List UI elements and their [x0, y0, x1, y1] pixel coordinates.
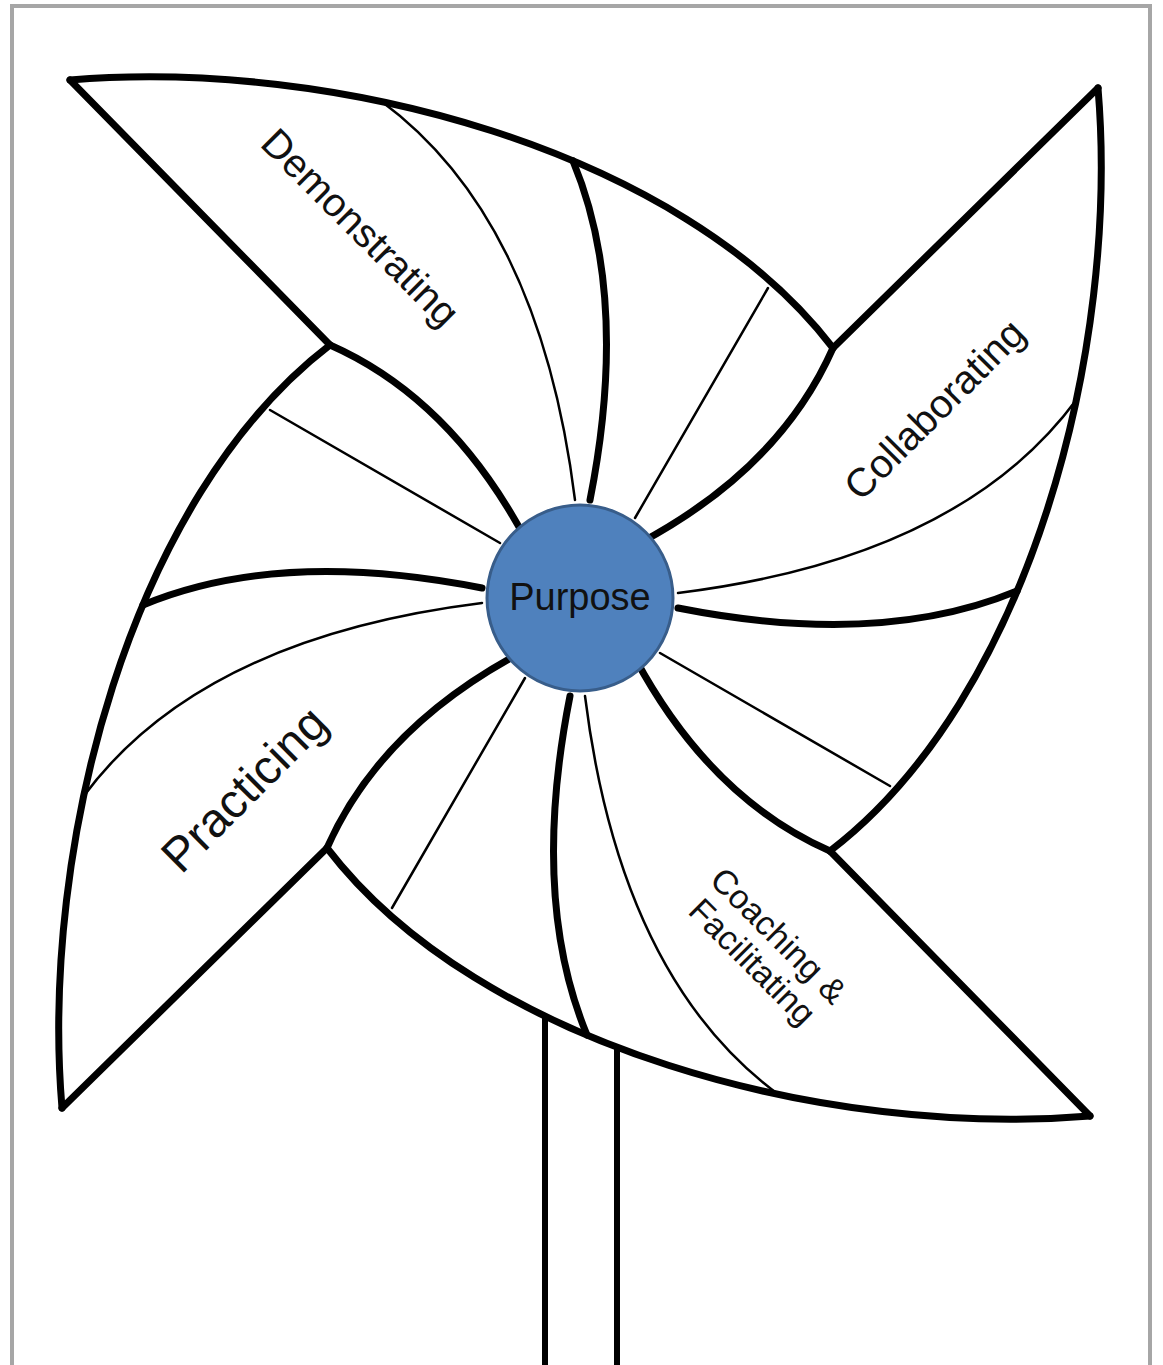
stick	[614, 1046, 620, 1365]
frame	[12, 6, 1150, 1365]
blade-label: Demonstrating	[243, 111, 478, 346]
center-label: Purpose	[509, 577, 651, 619]
blade	[59, 345, 525, 1108]
center-circle: Purpose	[485, 503, 675, 693]
circle-shape	[487, 505, 673, 691]
blade-edge	[70, 77, 833, 348]
pinwheel	[59, 77, 1101, 1119]
blade-text: Coaching & Facilitating	[668, 851, 862, 1045]
blade-label: Coaching & Facilitating	[658, 843, 872, 1057]
blade-crease	[270, 410, 500, 543]
blade-text: Demonstrating	[253, 119, 469, 335]
blade-fold	[330, 345, 525, 538]
blade-fold	[573, 161, 606, 500]
blade-text: Collaborating	[835, 310, 1034, 509]
blade-text: Practicing	[150, 695, 338, 883]
blade	[635, 88, 1101, 851]
stick	[542, 1018, 548, 1365]
blade-label: Practicing	[142, 687, 348, 893]
blade	[70, 77, 833, 543]
blade-label: Collaborating	[826, 301, 1044, 519]
blade	[327, 653, 1090, 1119]
blade-edge	[70, 80, 330, 345]
